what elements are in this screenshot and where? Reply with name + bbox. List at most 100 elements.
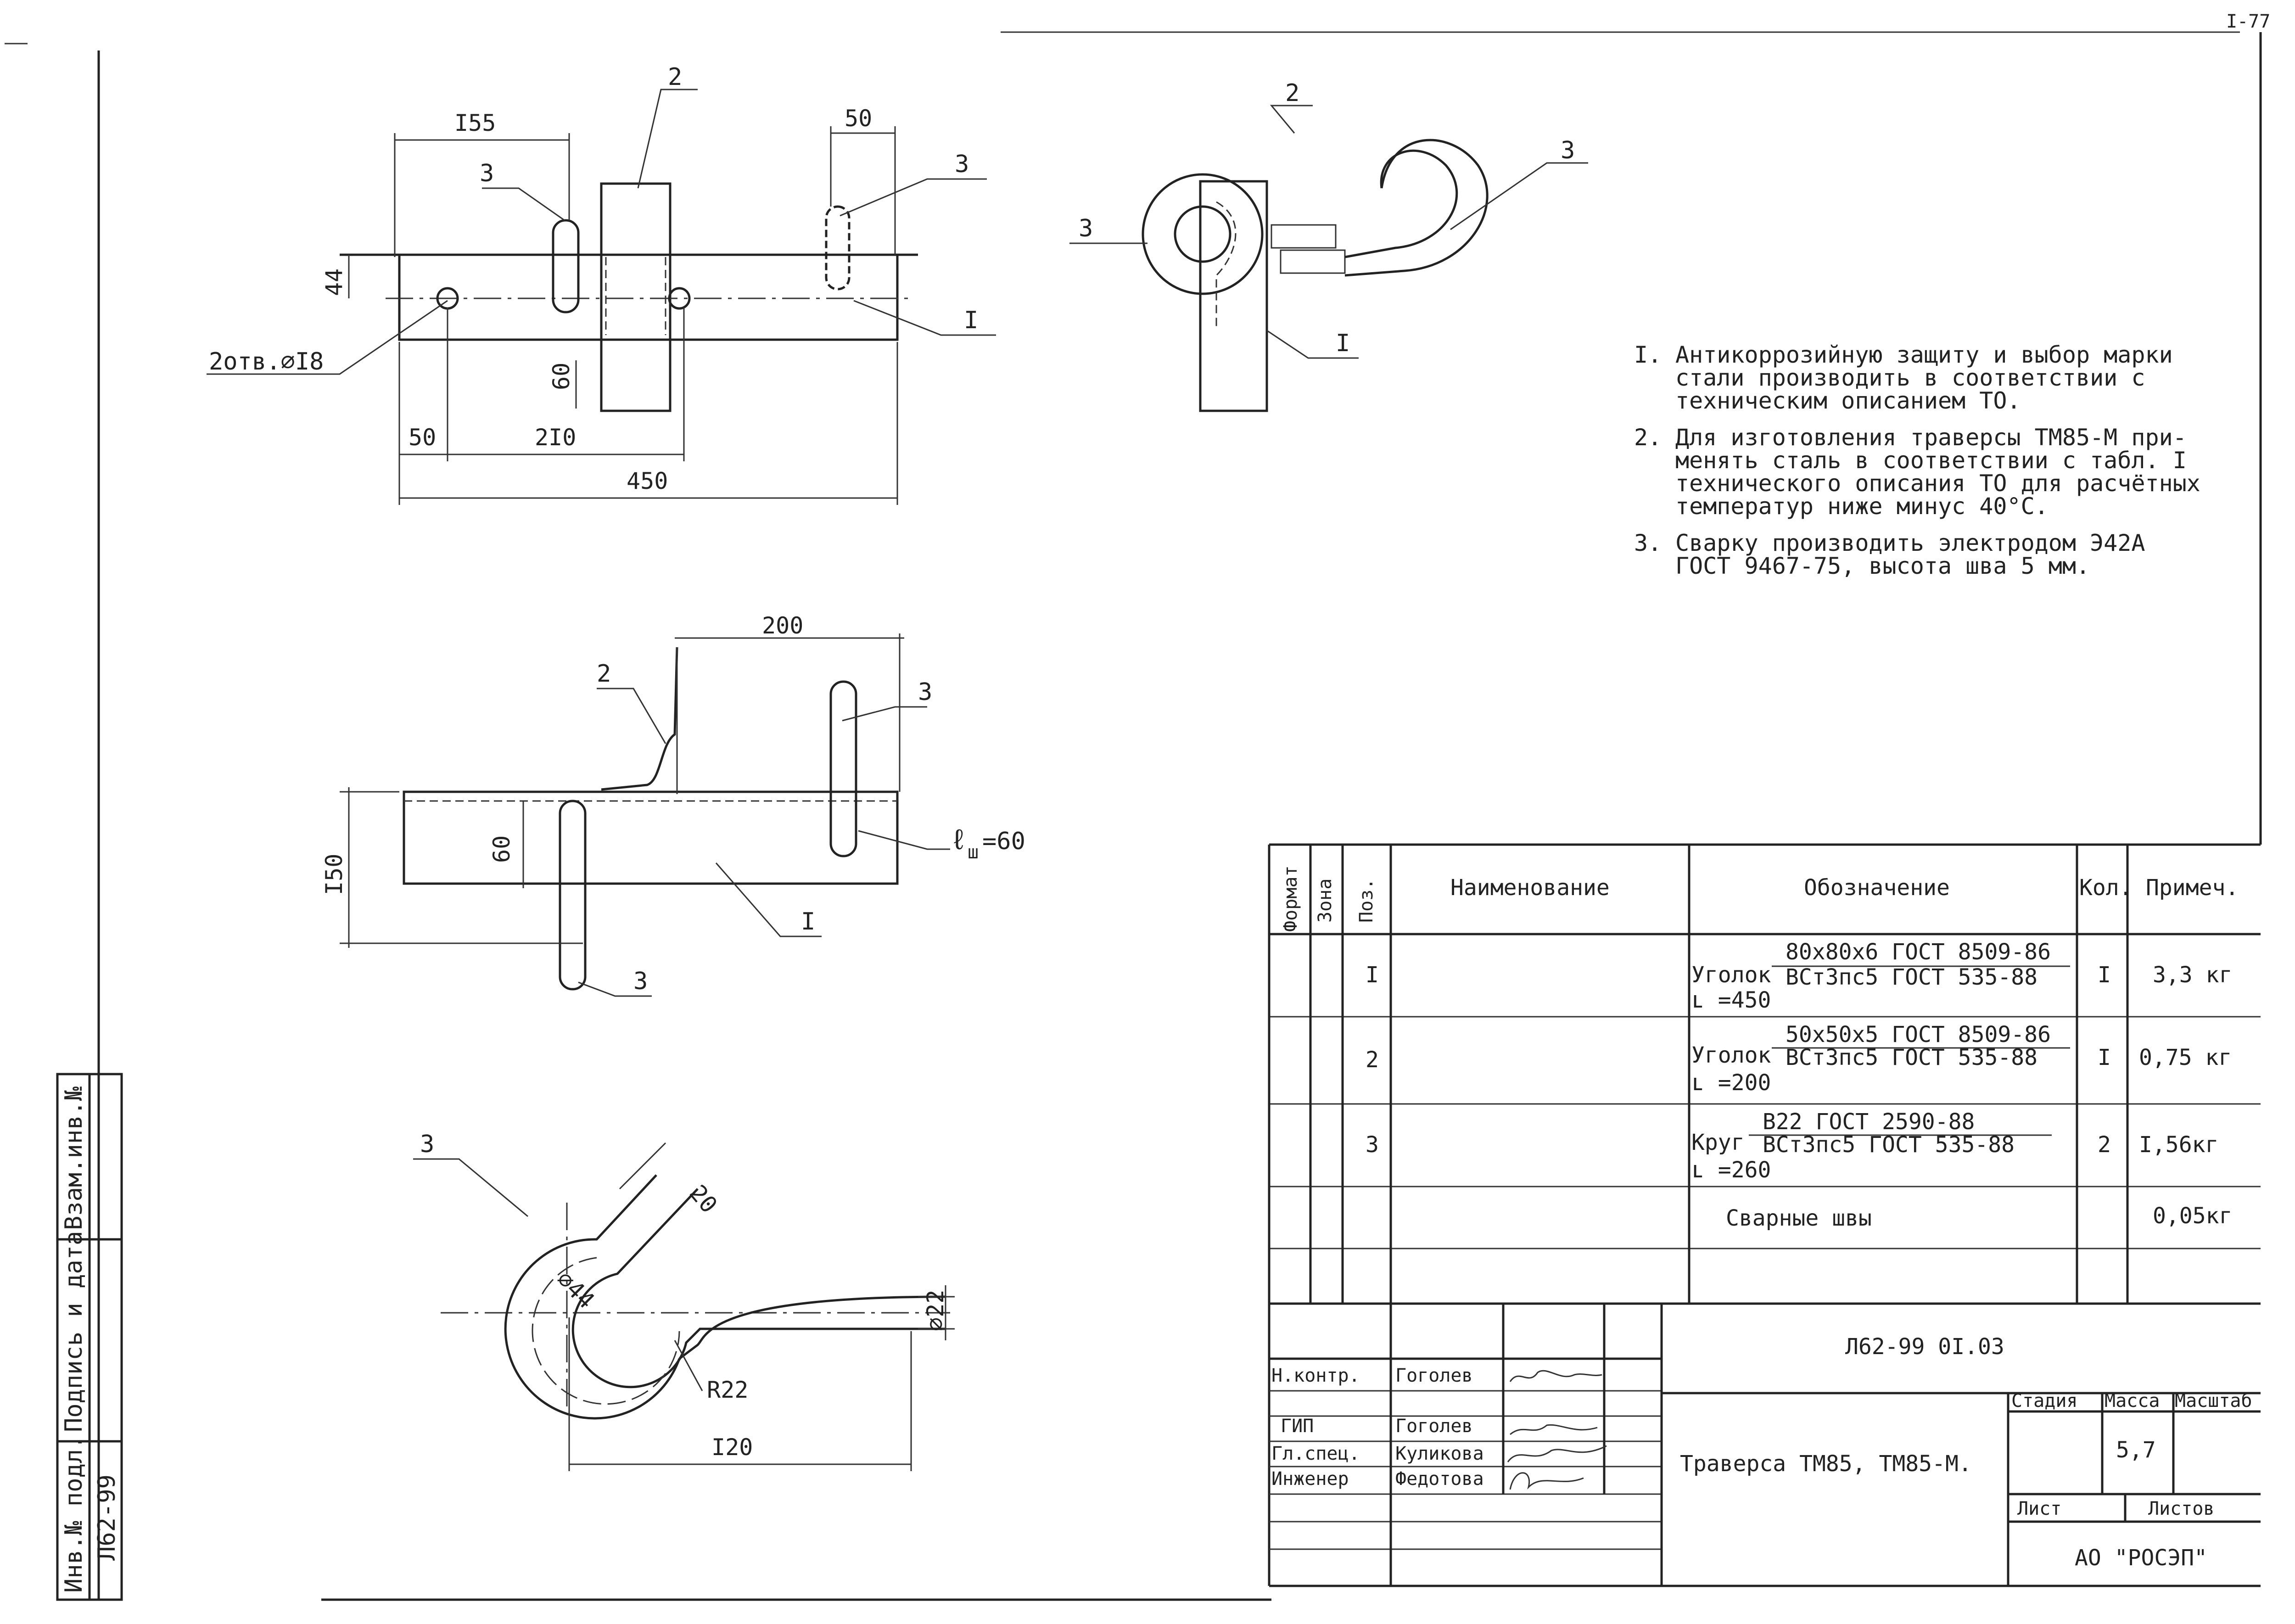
mass-value: 5,7 [2116, 1437, 2156, 1463]
row3-len: ʟ =260 [1691, 1157, 1771, 1183]
view-front: 200 I50 60 ℓ ш =60 2 3 3 I [321, 612, 1025, 997]
dim-60: 60 [548, 363, 575, 390]
row1-note: 3,3 кг [2153, 962, 2232, 988]
th-note: Примеч. [2146, 875, 2239, 901]
view-side: 2 3 3 I [1069, 79, 1588, 412]
front-callout-3a: 3 [918, 678, 932, 706]
row1-pos: I [1366, 962, 1379, 988]
stage-header: Стадия [2011, 1390, 2078, 1411]
row3-bottom: ВСт3пс5 ГОСТ 535-88 [1763, 1132, 2015, 1158]
row2-prefix: Уголок [1691, 1042, 1771, 1068]
role-1: ГИП [1281, 1416, 1314, 1437]
note-3-line-2: ГОСТ 9467-75, высота шва 5 мм. [1675, 553, 2090, 579]
callout-3b: 3 [955, 151, 969, 178]
hook-callout-3: 3 [420, 1131, 434, 1158]
name-3: Федотова [1395, 1468, 1484, 1490]
th-name: Наименование [1450, 875, 1610, 901]
doc-code: Л62-99 0I.03 [1845, 1334, 2004, 1360]
strip-field-replace-inv: Взам.инв.№ [60, 1086, 88, 1230]
name-0: Гоголев [1395, 1365, 1473, 1386]
row4-name: Сварные швы [1726, 1205, 1872, 1231]
th-designation: Обозначение [1804, 875, 1950, 901]
row4-note: 0,05кг [2153, 1203, 2232, 1229]
sheets-header: Листов [2148, 1498, 2215, 1519]
sheet-corner-mark: I-77 [2226, 11, 2270, 32]
weld-length-sub: ш [968, 842, 979, 863]
th-qty: Кол. [2079, 875, 2133, 901]
note-1-line-2: стали производить в соответствии с [1675, 364, 2145, 391]
doc-title: Траверса ТМ85, ТМ85-М. [1680, 1451, 1972, 1477]
notes: I. Антикоррозийную защиту и выбор марки … [1634, 342, 2200, 579]
front-dim-200: 200 [762, 612, 803, 639]
signature-2 [1507, 1445, 1607, 1462]
th-format: Формат [1280, 866, 1301, 932]
side-callout-1: I [1336, 330, 1350, 357]
front-dim-150: I50 [321, 854, 347, 895]
note-3-line-1: Сварку производить электродом Э42А [1675, 530, 2145, 556]
title-block: Л62-99 0I.03 Траверса ТМ85, ТМ85-М. Стад… [1269, 1304, 2261, 1587]
signature-0 [1509, 1370, 1602, 1382]
weld-length-symbol: ℓ [950, 823, 967, 856]
hook-dim-120: I20 [711, 1434, 753, 1461]
callout-1: I [964, 307, 978, 334]
row3-pos: 3 [1366, 1132, 1379, 1158]
row2-qty: I [2098, 1045, 2111, 1070]
row3-qty: 2 [2098, 1132, 2111, 1158]
signature-1 [1510, 1424, 1598, 1435]
dim-50-top: 50 [845, 105, 872, 132]
hook-dim-20: 20 [684, 1180, 722, 1218]
callout-2: 2 [668, 63, 682, 91]
note-2-line-2: менять сталь в соответствии с табл. I [1675, 447, 2187, 474]
row2-pos: 2 [1366, 1047, 1379, 1073]
row3-top: В22 ГОСТ 2590-88 [1763, 1109, 1975, 1135]
hook-dim-22: ∅22 [922, 1290, 949, 1331]
front-dim-60: 60 [488, 835, 515, 863]
role-2: Гл.спец. [1271, 1443, 1360, 1464]
note-2-line-4: температур ниже минус 40°С. [1675, 493, 2049, 520]
row2-bottom: ВСт3пс5 ГОСТ 535-88 [1786, 1045, 2038, 1070]
sheet-frame [5, 31, 2262, 1601]
scale-header: Масштаб [2175, 1390, 2252, 1411]
row1-len: ʟ =450 [1691, 987, 1771, 1013]
organization: АО "РОСЭП" [2075, 1545, 2207, 1571]
strip-field-inv-no: Инв.№ подл. [60, 1435, 88, 1593]
hook-dim-44: ∅44 [552, 1266, 600, 1314]
note-2-num: 2. [1634, 424, 1662, 451]
row1-qty: I [2098, 962, 2111, 988]
row2-len: ʟ =200 [1691, 1070, 1771, 1096]
th-zone: Зона [1315, 879, 1336, 923]
role-0: Н.контр. [1271, 1365, 1360, 1386]
front-callout-1: I [801, 908, 815, 935]
view-hook: 20 ∅44 ∅22 R22 I20 3 [413, 1131, 955, 1471]
row2-top: 50х50х5 ГОСТ 8509-86 [1786, 1022, 2051, 1047]
side-callout-2: 2 [1285, 79, 1299, 107]
note-1-num: I. [1634, 342, 1662, 368]
name-2: Куликова [1395, 1443, 1484, 1464]
spec-table: Формат Зона Поз. Наименование Обозначени… [1268, 843, 2261, 1586]
note-2-line-3: технического описания ТО для расчётных [1675, 470, 2200, 497]
holes-label: 2отв.∅I8 [209, 348, 324, 375]
note-1-line-1: Антикоррозийную защиту и выбор марки [1675, 342, 2173, 368]
side-callout-3b: 3 [1561, 137, 1575, 164]
view-top: I55 50 44 60 50 2I0 450 2 3 3 I 2отв.∅I8 [207, 63, 996, 505]
dim-44: 44 [321, 269, 347, 296]
name-1: Гоголев [1395, 1416, 1473, 1437]
dim-50-bottom: 50 [409, 424, 436, 451]
left-strip: Взам.инв.№ Подпись и дата Инв.№ подл. Л6… [56, 1073, 123, 1601]
front-callout-2: 2 [597, 660, 611, 688]
strip-value: Л62-99 [93, 1474, 121, 1561]
row3-note: I,56кг [2139, 1132, 2218, 1158]
note-1-line-3: техническим описанием ТО. [1675, 387, 2021, 414]
side-callout-3a: 3 [1079, 215, 1093, 242]
th-pos: Поз. [1356, 879, 1377, 923]
callout-3a: 3 [480, 160, 494, 187]
row2-note: 0,75 кг [2139, 1045, 2232, 1070]
note-3-num: 3. [1634, 530, 1662, 556]
row1-prefix: Уголок [1691, 962, 1771, 988]
role-3: Инженер [1271, 1468, 1349, 1490]
dim-450: 450 [627, 468, 668, 494]
sheet-header: Лист [2017, 1498, 2061, 1519]
dim-210: 2I0 [535, 424, 576, 451]
